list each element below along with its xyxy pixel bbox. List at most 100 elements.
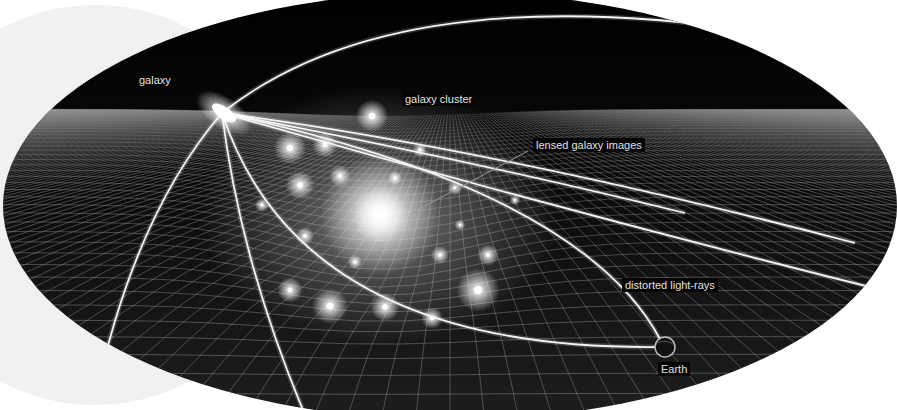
grid-line bbox=[0, 109, 63, 410]
grid-line bbox=[580, 110, 897, 410]
grid-line bbox=[685, 109, 897, 410]
grid-line bbox=[770, 109, 897, 410]
grid-line bbox=[793, 109, 897, 410]
grid-line bbox=[875, 109, 897, 410]
grid-line bbox=[650, 109, 897, 410]
grid-line bbox=[863, 109, 897, 410]
grid-line bbox=[0, 109, 13, 410]
grid-line bbox=[0, 109, 20, 410]
label-text: galaxy bbox=[136, 73, 174, 87]
grid-line bbox=[705, 109, 897, 410]
grid-line bbox=[825, 109, 897, 410]
grid-line bbox=[850, 109, 897, 410]
grid-line bbox=[550, 111, 897, 410]
grid-line bbox=[883, 109, 897, 410]
grid-line bbox=[503, 112, 897, 410]
grid-line bbox=[670, 109, 897, 410]
grid-line bbox=[0, 109, 18, 410]
cluster-galaxy bbox=[431, 246, 449, 264]
grid-line bbox=[675, 109, 897, 410]
grid-line bbox=[785, 109, 897, 410]
grid-line bbox=[758, 109, 897, 410]
light-rays bbox=[92, 16, 890, 410]
grid-line bbox=[603, 110, 897, 410]
grid-line bbox=[655, 109, 897, 410]
grid-line bbox=[595, 110, 897, 410]
cluster-galaxy bbox=[456, 268, 499, 311]
grid-line bbox=[808, 109, 897, 410]
grid-line bbox=[533, 111, 897, 410]
light-ray bbox=[92, 113, 222, 410]
grid-line bbox=[890, 109, 897, 410]
grid-line bbox=[723, 109, 897, 410]
grid-line bbox=[0, 109, 3, 410]
grid-line bbox=[878, 109, 897, 410]
grid-line bbox=[683, 109, 897, 410]
label-text: lensed galaxy images bbox=[533, 138, 645, 152]
grid-line bbox=[700, 109, 897, 410]
grid-line bbox=[765, 109, 897, 410]
grid-line bbox=[710, 109, 897, 410]
grid-line bbox=[880, 109, 897, 410]
grid-line bbox=[715, 109, 897, 410]
grid-line bbox=[588, 110, 897, 410]
grid-line bbox=[560, 111, 897, 410]
cluster-galaxy bbox=[348, 255, 362, 269]
grid-line bbox=[763, 109, 897, 410]
cluster-galaxy bbox=[356, 100, 388, 132]
grid-line bbox=[0, 109, 15, 410]
grid-line bbox=[790, 109, 897, 410]
light-ray bbox=[222, 113, 890, 292]
grid-line bbox=[698, 109, 897, 410]
cluster-galaxy bbox=[277, 277, 302, 302]
grid-line bbox=[865, 109, 897, 410]
grid-line bbox=[0, 110, 185, 410]
light-ray bbox=[222, 113, 660, 339]
grid-line bbox=[858, 109, 897, 410]
grid-line bbox=[833, 109, 897, 410]
light-ray-glow bbox=[222, 113, 305, 410]
light-ray-glow bbox=[222, 113, 685, 213]
grid-line bbox=[0, 111, 210, 410]
grid-line bbox=[870, 109, 897, 410]
grid-line bbox=[553, 111, 897, 410]
grid-line bbox=[0, 109, 90, 410]
grid-line bbox=[775, 109, 897, 410]
grid-line bbox=[718, 109, 897, 410]
grid-line bbox=[653, 109, 897, 410]
grid-line bbox=[815, 109, 897, 410]
light-ray-glow bbox=[92, 113, 222, 410]
grid-line bbox=[755, 109, 897, 410]
grid-line bbox=[0, 112, 240, 410]
grid-line bbox=[873, 109, 897, 410]
cluster-galaxy bbox=[455, 220, 466, 231]
grid-line bbox=[750, 109, 897, 410]
grid-line bbox=[805, 109, 897, 410]
grid-line bbox=[0, 109, 8, 410]
grid-line bbox=[853, 109, 897, 410]
grid-line bbox=[823, 109, 897, 410]
grid-line bbox=[845, 109, 897, 410]
grid-line bbox=[510, 112, 897, 410]
grid-line bbox=[860, 109, 897, 410]
grid-line bbox=[608, 110, 897, 410]
leader-line bbox=[410, 151, 528, 214]
grid-line bbox=[868, 109, 897, 410]
grid-line bbox=[798, 109, 897, 410]
light-ray bbox=[222, 113, 305, 410]
grid-line bbox=[703, 109, 897, 410]
grid-line bbox=[800, 109, 897, 410]
grid-line bbox=[593, 110, 897, 410]
grid-line bbox=[555, 111, 897, 410]
grid-line bbox=[813, 109, 897, 410]
grid-line bbox=[0, 111, 213, 410]
cluster-galaxy bbox=[329, 165, 351, 187]
grid-line bbox=[773, 109, 897, 410]
grid-line bbox=[848, 109, 897, 410]
grid-line bbox=[753, 109, 897, 410]
source-galaxy bbox=[189, 82, 260, 145]
grid-line bbox=[0, 109, 80, 410]
grid-line bbox=[778, 109, 897, 410]
